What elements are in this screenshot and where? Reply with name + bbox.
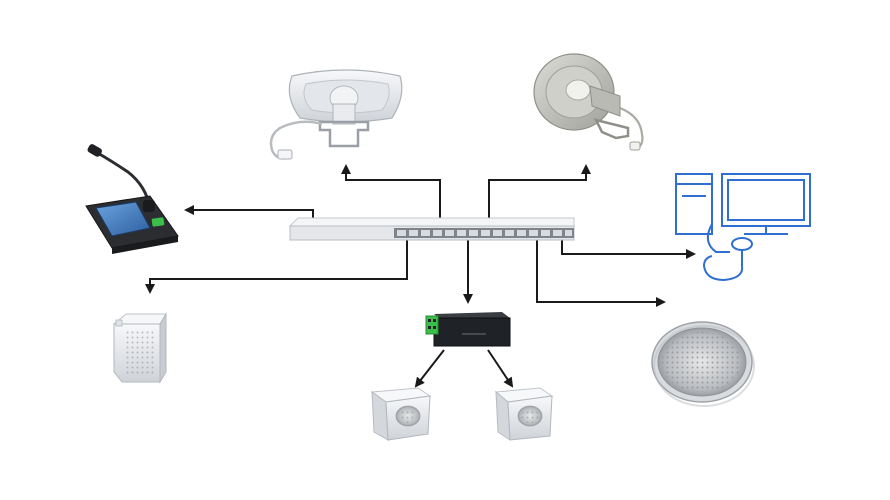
amplifier-icon xyxy=(425,312,511,347)
connector-computer xyxy=(561,240,696,259)
connector-wall-speaker xyxy=(145,240,408,294)
connector-ceiling-speaker xyxy=(536,240,666,307)
ceiling-speaker-icon xyxy=(651,321,755,407)
connector-horn-round xyxy=(488,164,591,222)
corner-speaker-icon xyxy=(370,387,432,441)
wall-speaker-icon xyxy=(112,312,167,384)
corner-speaker-icon xyxy=(494,387,554,441)
connectors xyxy=(145,164,696,388)
horn-speaker-icon xyxy=(269,69,403,160)
connector-paging-microphone xyxy=(184,205,314,218)
computer-icon xyxy=(675,173,811,282)
connector-corner-left xyxy=(414,349,445,388)
network-switch-icon xyxy=(288,217,575,241)
connector-horn-rectangular xyxy=(341,164,441,222)
paging-microphone-icon xyxy=(85,144,179,254)
horn-speaker-icon xyxy=(533,53,644,151)
connector-corner-right xyxy=(487,349,514,388)
